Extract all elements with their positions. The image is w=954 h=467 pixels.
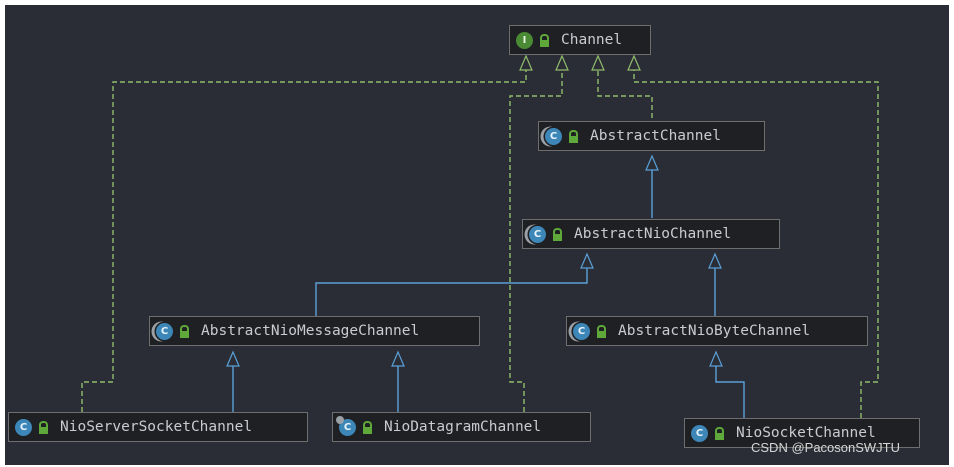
node-nio-datagram-channel[interactable]: C NioDatagramChannel — [332, 412, 591, 442]
node-abstract-channel[interactable]: C AbstractChannel — [538, 121, 765, 151]
arrowhead-implements — [627, 54, 641, 71]
edge-nio-server-socket-channel-implements-channel — [81, 64, 527, 412]
node-nio-socket-channel[interactable]: C NioSocketChannel — [684, 418, 920, 448]
watermark: CSDN @PacosonSWJTU — [751, 440, 901, 455]
node-abstract-nio-message-channel[interactable]: C AbstractNioMessageChannel — [149, 316, 480, 346]
node-label: AbstractNioMessageChannel — [201, 323, 420, 339]
edge-abstract-nio-message-channel-extends-abstract-nio-channel — [315, 263, 588, 316]
class-icon: C — [15, 418, 32, 436]
node-abstract-nio-byte-channel[interactable]: C AbstractNioByteChannel — [566, 316, 868, 346]
arrowhead-extends — [391, 350, 405, 367]
abstract-class-icon: C — [545, 127, 562, 145]
lock-icon — [714, 426, 724, 440]
lock-icon — [568, 129, 578, 143]
abstract-class-icon: C — [529, 225, 546, 243]
arrowhead-implements — [519, 54, 533, 71]
lock-icon — [552, 227, 562, 241]
node-label: AbstractNioByteChannel — [618, 323, 811, 339]
interface-icon: I — [516, 31, 533, 49]
arrowhead-extends — [226, 350, 240, 367]
lock-icon — [596, 324, 606, 338]
pin-icon — [336, 415, 344, 424]
arrowhead-extends — [709, 350, 723, 367]
edge-nio-datagram-channel-implements-channel — [509, 64, 563, 412]
arrowhead-implements — [591, 54, 605, 71]
node-label: NioDatagramChannel — [384, 419, 542, 435]
abstract-class-icon: C — [156, 322, 173, 340]
lock-icon — [539, 33, 549, 47]
edge-abstract-channel-implements-channel — [597, 64, 653, 118]
edge-nio-socket-channel-extends-abstract-nio-byte-channel — [715, 365, 745, 418]
class-kind-letter: C — [343, 421, 352, 433]
arrowhead-extends — [708, 252, 722, 269]
node-channel[interactable]: I Channel — [509, 25, 651, 55]
arrowhead-implements — [555, 54, 569, 71]
class-icon: C — [691, 424, 708, 442]
arrowhead-extends — [580, 252, 594, 269]
node-label: AbstractChannel — [590, 128, 721, 144]
node-nio-server-socket-channel[interactable]: C NioServerSocketChannel — [8, 412, 308, 442]
lock-icon — [179, 324, 189, 338]
abstract-class-icon: C — [573, 322, 590, 340]
node-abstract-nio-channel[interactable]: C AbstractNioChannel — [522, 219, 780, 249]
lock-icon — [362, 420, 372, 434]
node-label: NioSocketChannel — [736, 425, 876, 441]
node-label: AbstractNioChannel — [574, 226, 732, 242]
node-label: NioServerSocketChannel — [60, 419, 253, 435]
final-class-icon: C — [336, 415, 356, 436]
arrowhead-extends — [645, 154, 659, 171]
edge-nio-socket-channel-implements-channel — [633, 64, 879, 418]
node-label: Channel — [561, 32, 623, 48]
lock-icon — [38, 420, 48, 434]
